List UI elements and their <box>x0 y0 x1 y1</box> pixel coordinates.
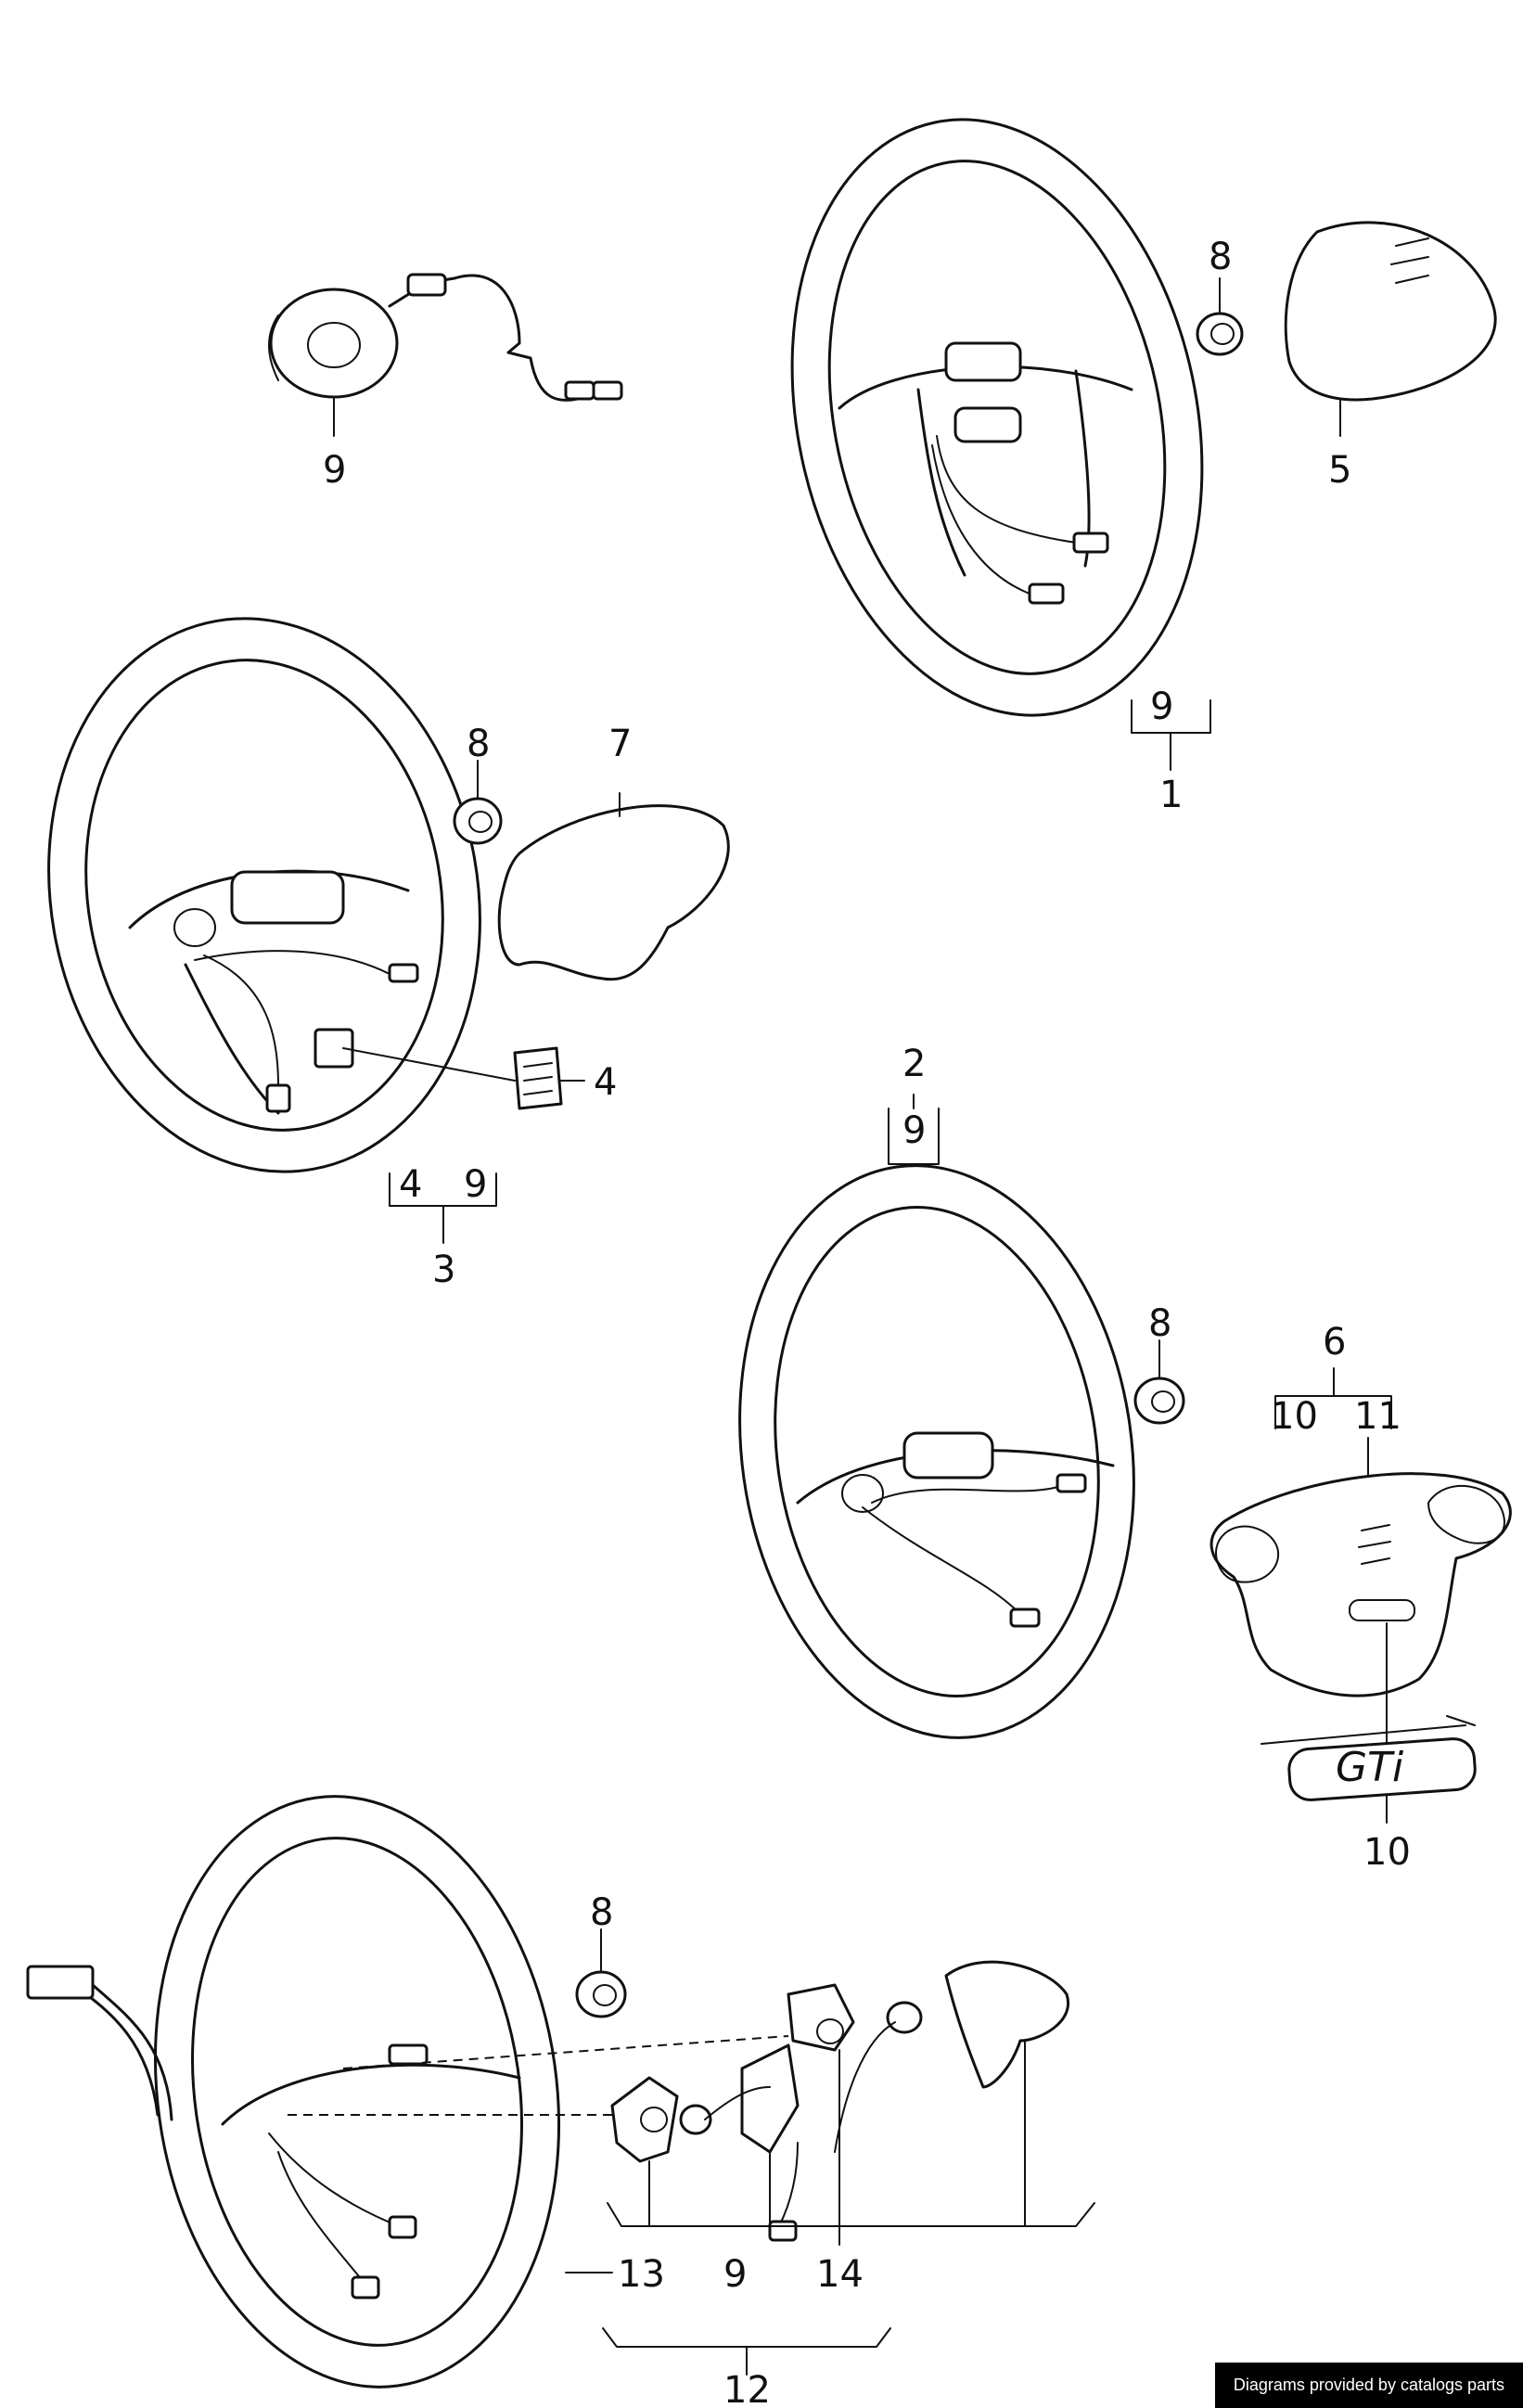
callout-4b: 4 <box>399 1163 422 1206</box>
steering-wheel-12 <box>26 1795 561 2389</box>
steering-wheel-3 <box>47 617 481 1173</box>
callout-6: 6 <box>1323 1321 1346 1364</box>
switch-modules-14 <box>288 1960 1070 2242</box>
callout-1: 1 <box>1159 774 1183 816</box>
callout-8b: 8 <box>467 723 490 765</box>
callout-8a: 8 <box>1209 236 1232 278</box>
gti-badge-10: GTi <box>1261 1622 1477 1801</box>
callout-5: 5 <box>1328 449 1351 492</box>
callout-14: 14 <box>816 2253 864 2296</box>
callout-9d: 9 <box>902 1109 926 1152</box>
nut-8-bottom <box>575 1970 627 2018</box>
callout-10b: 10 <box>1363 1831 1411 1874</box>
callout-9c: 9 <box>464 1163 487 1206</box>
callout-9e: 9 <box>723 2253 747 2296</box>
gti-badge-text: GTi <box>1336 1744 1404 1791</box>
callout-9a: 9 <box>323 449 346 492</box>
nut-8-middle-right <box>1133 1377 1185 1425</box>
horn-pad-7 <box>497 804 730 981</box>
callout-7: 7 <box>608 723 632 765</box>
leader-lines <box>333 277 1392 2376</box>
nut-8-top <box>1196 312 1244 356</box>
callout-8d: 8 <box>590 1891 613 1934</box>
callout-2: 2 <box>902 1043 926 1085</box>
nut-8-middle-left <box>453 797 503 845</box>
steering-wheel-1 <box>790 118 1204 717</box>
horn-pad-5 <box>1284 221 1497 402</box>
clock-spring-assembly <box>268 273 623 403</box>
steering-wheel-2 <box>738 1164 1135 1739</box>
emblem-4 <box>342 1046 563 1110</box>
callout-8c: 8 <box>1148 1302 1171 1345</box>
callout-4a: 4 <box>594 1061 617 1104</box>
callout-9b: 9 <box>1150 685 1173 728</box>
callout-12: 12 <box>723 2369 771 2408</box>
callout-10a: 10 <box>1271 1395 1318 1438</box>
callout-11: 11 <box>1354 1395 1401 1438</box>
callout-numbers: 9 8 5 9 1 8 7 4 4 9 3 2 9 8 6 10 11 10 8… <box>323 236 1411 2408</box>
callout-3: 3 <box>432 1249 455 1291</box>
horn-pad-6 <box>1209 1472 1512 1697</box>
diagram-credit: Diagrams provided by catalogs parts <box>1214 2363 1523 2408</box>
callout-13: 13 <box>618 2253 665 2296</box>
